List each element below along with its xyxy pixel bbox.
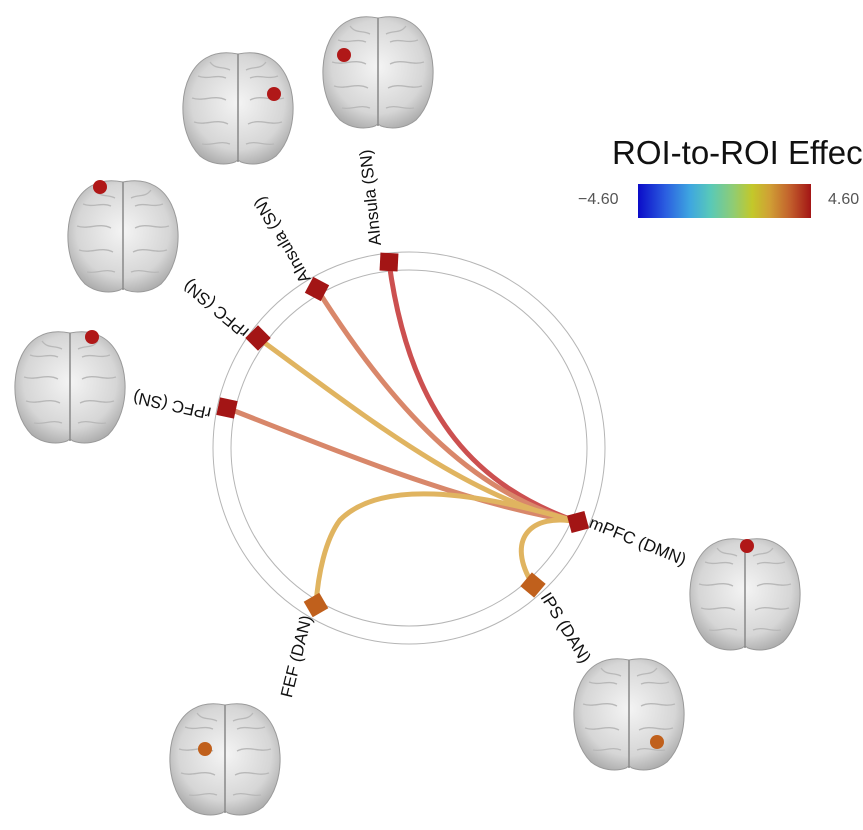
brain-fef — [169, 703, 281, 816]
node-label: IPS (DAN) — [537, 589, 595, 666]
brain-ips — [573, 658, 685, 771]
legend-max-label: 4.60 — [828, 191, 860, 208]
outer-ring — [212, 251, 606, 645]
legend-min-label: −4.60 — [578, 191, 619, 208]
connection-mpfc-ainsula-1 — [314, 287, 579, 525]
brain-ainsula-1 — [182, 52, 294, 165]
connection-mpfc-ips — [518, 517, 579, 587]
node-label: AInsula (SN) — [250, 194, 315, 287]
node-label: mPFC (DMN) — [587, 513, 690, 569]
brain-mpfc — [689, 538, 801, 651]
roi-dot — [198, 742, 212, 756]
node-mpfc — [566, 510, 590, 534]
node-ips — [520, 572, 546, 598]
connection-mpfc-ainsula-2 — [386, 261, 579, 525]
connection-mpfc-fef — [313, 491, 579, 606]
connection-mpfc-rpfc-2 — [226, 405, 579, 525]
node-markers — [216, 252, 590, 618]
node-label: FEF (DAN) — [277, 613, 316, 699]
roi-dot — [267, 87, 281, 101]
roi-dot — [85, 330, 99, 344]
roi-dot — [93, 180, 107, 194]
node-ainsula-1 — [304, 276, 330, 302]
node-label: AInsula (SN) — [356, 149, 385, 247]
node-rpfc-1 — [245, 325, 271, 351]
node-label: rPFC (SN) — [131, 388, 213, 423]
legend-title: ROI-to-ROI Effects — [612, 134, 863, 171]
brain-rpfc-2 — [14, 330, 126, 444]
connections — [226, 261, 579, 606]
node-ainsula-2 — [379, 252, 399, 272]
brain-ainsula-2 — [322, 16, 434, 129]
brain-rpfc-1 — [67, 180, 179, 293]
roi-dot — [337, 48, 351, 62]
node-rpfc-2 — [216, 397, 238, 419]
roi-dot — [740, 539, 754, 553]
node-fef — [303, 592, 329, 618]
inner-ring — [230, 269, 588, 627]
node-label: rPFC (SN) — [180, 276, 253, 342]
legend-colorbar — [638, 184, 811, 218]
roi-dot — [650, 735, 664, 749]
brain-thumbnails — [14, 16, 801, 816]
